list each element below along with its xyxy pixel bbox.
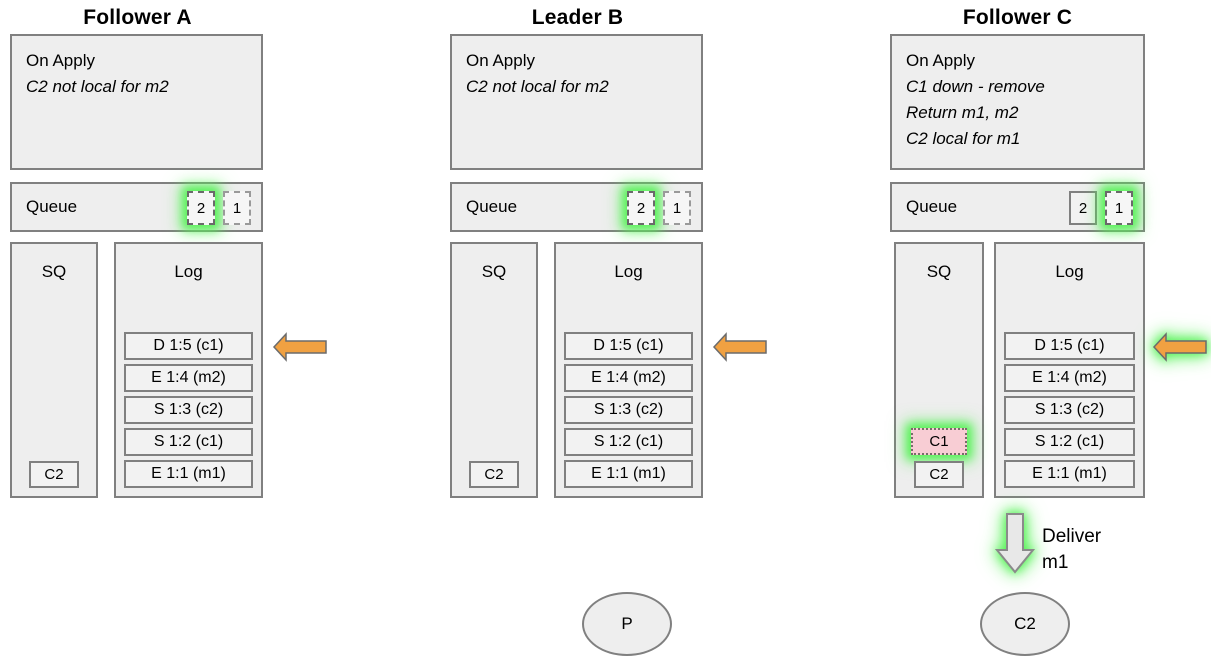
log-entry[interactable]: E 1:1 (m1) <box>564 460 693 488</box>
on-apply-panel-follower-c: On Apply C1 down - remove Return m1, m2 … <box>890 34 1145 170</box>
queue-label: Queue <box>26 197 78 216</box>
sq-header: SQ <box>481 262 507 281</box>
sq-panel-follower-c: SQ C1 C2 <box>894 242 984 498</box>
log-entry[interactable]: S 1:3 (c2) <box>564 396 693 424</box>
sq-item[interactable]: C2 <box>469 461 519 488</box>
log-entry[interactable]: D 1:5 (c1) <box>564 332 693 360</box>
queue-panel-follower-c: Queue 2 1 <box>890 182 1145 232</box>
queue-slot[interactable]: 2 <box>1069 191 1097 225</box>
log-header: Log <box>614 262 643 281</box>
append-arrow-left-icon <box>1152 332 1208 362</box>
sq-stack: C2 <box>452 461 536 488</box>
deliver-label: Deliver m1 <box>1042 524 1152 576</box>
on-apply-line: C2 local for m1 <box>906 129 1021 148</box>
log-entry[interactable]: E 1:1 (m1) <box>1004 460 1135 488</box>
queue-label: Queue <box>906 197 958 216</box>
deliver-arrow-down-icon <box>994 512 1036 574</box>
sq-item-removed[interactable]: C1 <box>911 428 967 455</box>
log-header: Log <box>1055 262 1084 281</box>
node-column-leader-b: Leader B On Apply C2 not local for m2 Qu… <box>450 0 767 669</box>
log-entry[interactable]: E 1:4 (m2) <box>1004 364 1135 392</box>
log-entry[interactable]: D 1:5 (c1) <box>1004 332 1135 360</box>
deliver-label-line2: m1 <box>1042 552 1069 573</box>
log-entry[interactable]: E 1:1 (m1) <box>124 460 253 488</box>
log-panel-leader-b: Log D 1:5 (c1) E 1:4 (m2) S 1:3 (c2) S 1… <box>554 242 703 498</box>
log-entry[interactable]: D 1:5 (c1) <box>124 332 253 360</box>
queue-slot[interactable]: 2 <box>627 191 655 225</box>
log-stack: D 1:5 (c1) E 1:4 (m2) S 1:3 (c2) S 1:2 (… <box>564 332 693 488</box>
sq-item[interactable]: C2 <box>914 461 964 488</box>
node-title-follower-a: Follower A <box>83 6 192 29</box>
log-entry[interactable]: S 1:2 (c1) <box>564 428 693 456</box>
node-title-leader-b: Leader B <box>531 6 624 29</box>
sq-stack: C1 C2 <box>896 428 982 488</box>
queue-slots: 2 1 <box>627 191 691 225</box>
on-apply-line: C2 not local for m2 <box>26 77 169 96</box>
queue-label: Queue <box>466 197 518 216</box>
log-entry[interactable]: E 1:4 (m2) <box>124 364 253 392</box>
append-arrow-left-icon <box>712 332 768 362</box>
queue-slot[interactable]: 1 <box>663 191 691 225</box>
sq-panel-leader-b: SQ C2 <box>450 242 538 498</box>
node-title-follower-c: Follower C <box>962 6 1073 29</box>
on-apply-panel-leader-b: On Apply C2 not local for m2 <box>450 34 703 170</box>
sq-item[interactable]: C2 <box>29 461 79 488</box>
queue-slots: 2 1 <box>1069 191 1133 225</box>
queue-slot[interactable]: 1 <box>223 191 251 225</box>
node-column-follower-c: Follower C On Apply C1 down - remove Ret… <box>890 0 1207 669</box>
client-node-p[interactable]: P <box>582 592 672 656</box>
log-stack: D 1:5 (c1) E 1:4 (m2) S 1:3 (c2) S 1:2 (… <box>1004 332 1135 488</box>
on-apply-heading: On Apply <box>26 51 95 70</box>
queue-panel-follower-a: Queue 2 1 <box>10 182 263 232</box>
queue-slot[interactable]: 2 <box>187 191 215 225</box>
sq-panel-follower-a: SQ C2 <box>10 242 98 498</box>
on-apply-line: C1 down - remove <box>906 77 1045 96</box>
log-stack: D 1:5 (c1) E 1:4 (m2) S 1:3 (c2) S 1:2 (… <box>124 332 253 488</box>
log-entry[interactable]: E 1:4 (m2) <box>564 364 693 392</box>
log-panel-follower-c: Log D 1:5 (c1) E 1:4 (m2) S 1:3 (c2) S 1… <box>994 242 1145 498</box>
log-entry[interactable]: S 1:2 (c1) <box>1004 428 1135 456</box>
on-apply-heading: On Apply <box>466 51 535 70</box>
sq-header: SQ <box>926 262 952 281</box>
deliver-label-line1: Deliver <box>1042 526 1102 547</box>
on-apply-heading: On Apply <box>906 51 975 70</box>
log-entry[interactable]: S 1:3 (c2) <box>1004 396 1135 424</box>
client-node-c2[interactable]: C2 <box>980 592 1070 656</box>
queue-slot[interactable]: 1 <box>1105 191 1133 225</box>
on-apply-line: Return m1, m2 <box>906 103 1019 122</box>
queue-panel-leader-b: Queue 2 1 <box>450 182 703 232</box>
log-entry[interactable]: S 1:2 (c1) <box>124 428 253 456</box>
append-arrow-left-icon <box>272 332 328 362</box>
sq-header: SQ <box>41 262 67 281</box>
on-apply-line: C2 not local for m2 <box>466 77 609 96</box>
log-entry[interactable]: S 1:3 (c2) <box>124 396 253 424</box>
log-panel-follower-a: Log D 1:5 (c1) E 1:4 (m2) S 1:3 (c2) S 1… <box>114 242 263 498</box>
sq-stack: C2 <box>12 461 96 488</box>
node-column-follower-a: Follower A On Apply C2 not local for m2 … <box>10 0 327 669</box>
log-header: Log <box>174 262 203 281</box>
queue-slots: 2 1 <box>187 191 251 225</box>
on-apply-panel-follower-a: On Apply C2 not local for m2 <box>10 34 263 170</box>
